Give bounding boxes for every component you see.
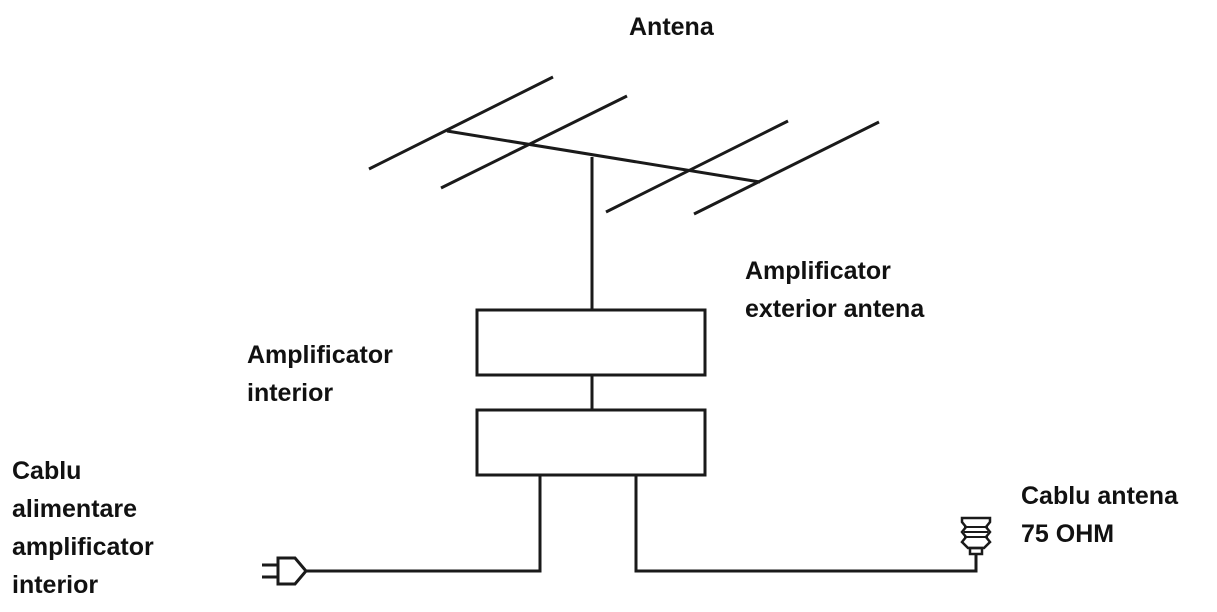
antenna-icon bbox=[368, 75, 880, 310]
power-cable-label-line-2: alimentare bbox=[12, 495, 138, 523]
antenna-element-4 bbox=[693, 120, 880, 216]
outdoor-amplifier-label-line-1: Amplificator bbox=[745, 257, 891, 285]
outdoor-amplifier-box bbox=[475, 308, 707, 377]
antenna-element-3 bbox=[605, 119, 789, 214]
indoor-amplifier-box bbox=[475, 408, 707, 477]
antenna-label: Antena bbox=[629, 8, 714, 46]
antenna-cable-line bbox=[634, 475, 978, 573]
coax-connector-icon bbox=[960, 516, 992, 556]
indoor-amplifier-label-line-1: Amplificator bbox=[247, 341, 393, 369]
antenna-element-1 bbox=[368, 75, 554, 171]
antenna-label-text: Antena bbox=[629, 13, 714, 41]
antenna-boom bbox=[446, 129, 761, 184]
indoor-amplifier-label: Amplificator interior bbox=[247, 336, 393, 412]
antenna-cable-label: Cablu antena 75 OHM bbox=[1021, 477, 1178, 553]
power-cable-label-line-3: amplificator bbox=[12, 533, 154, 561]
antenna-cable-label-line-1: Cablu antena bbox=[1021, 482, 1178, 510]
outdoor-amplifier-label: Amplificator exterior antena bbox=[745, 252, 924, 328]
power-cable-label: Cablu alimentare amplificator interior bbox=[12, 452, 154, 604]
antenna-cable-label-line-2: 75 OHM bbox=[1021, 520, 1115, 548]
power-plug-icon bbox=[262, 556, 308, 586]
indoor-amplifier-label-line-2: interior bbox=[247, 379, 334, 407]
power-cable-label-line-4: interior bbox=[12, 571, 99, 599]
antenna-element-2 bbox=[440, 94, 628, 190]
outdoor-amplifier-label-line-2: exterior antena bbox=[745, 295, 925, 323]
power-cable-label-line-1: Cablu bbox=[12, 457, 82, 485]
power-cable-line bbox=[305, 475, 542, 573]
